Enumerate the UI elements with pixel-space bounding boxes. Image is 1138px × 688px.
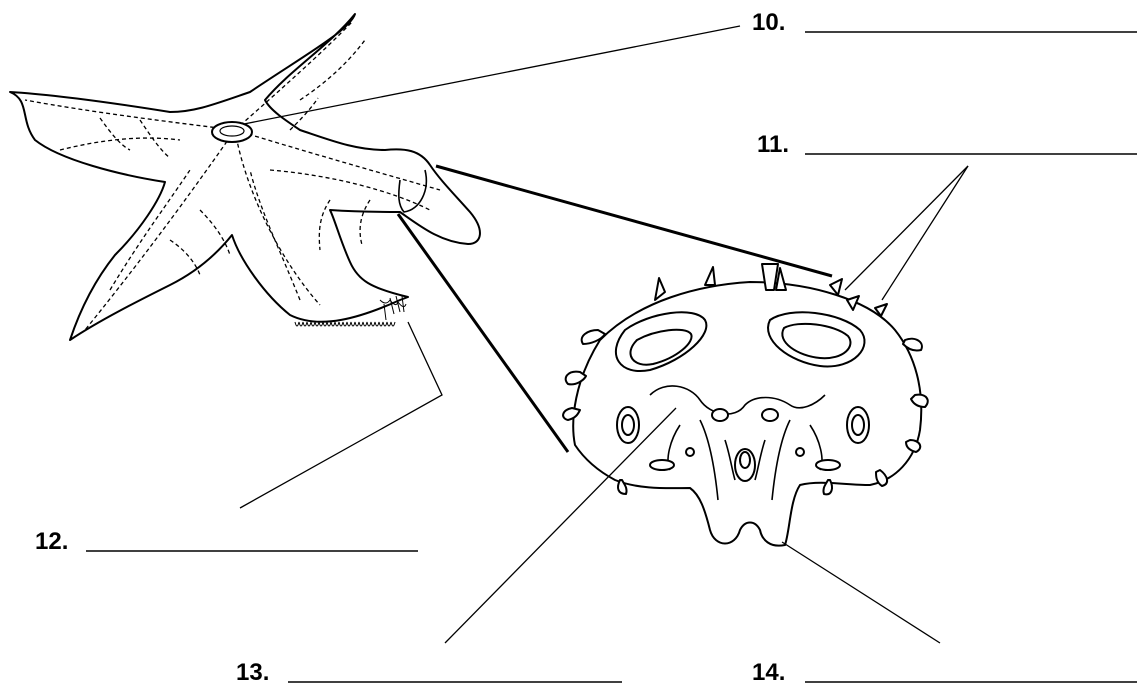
- label-14: 14.: [752, 659, 1137, 686]
- label-12: 12.: [35, 528, 418, 555]
- svg-text:14.: 14.: [752, 659, 785, 686]
- leader-12: [240, 322, 442, 508]
- leader-14: [782, 542, 940, 643]
- leader-10: [244, 26, 740, 124]
- svg-text:13.: 13.: [236, 659, 269, 686]
- zoom-line-top: [436, 166, 832, 276]
- sea-star-illustration: [10, 14, 480, 340]
- zoom-line-bottom: [398, 214, 568, 452]
- madreporite: [212, 122, 252, 142]
- arm-cross-section: [563, 264, 928, 546]
- label-13: 13.: [236, 659, 622, 686]
- svg-text:11.: 11.: [757, 131, 789, 158]
- sea-star-body: [10, 14, 480, 340]
- leader-11b: [882, 166, 968, 300]
- label-11: 11.: [757, 131, 1137, 158]
- leader-11a: [845, 166, 968, 290]
- label-10: 10.: [752, 9, 1137, 36]
- svg-text:12.: 12.: [35, 528, 68, 555]
- svg-text:10.: 10.: [752, 9, 785, 36]
